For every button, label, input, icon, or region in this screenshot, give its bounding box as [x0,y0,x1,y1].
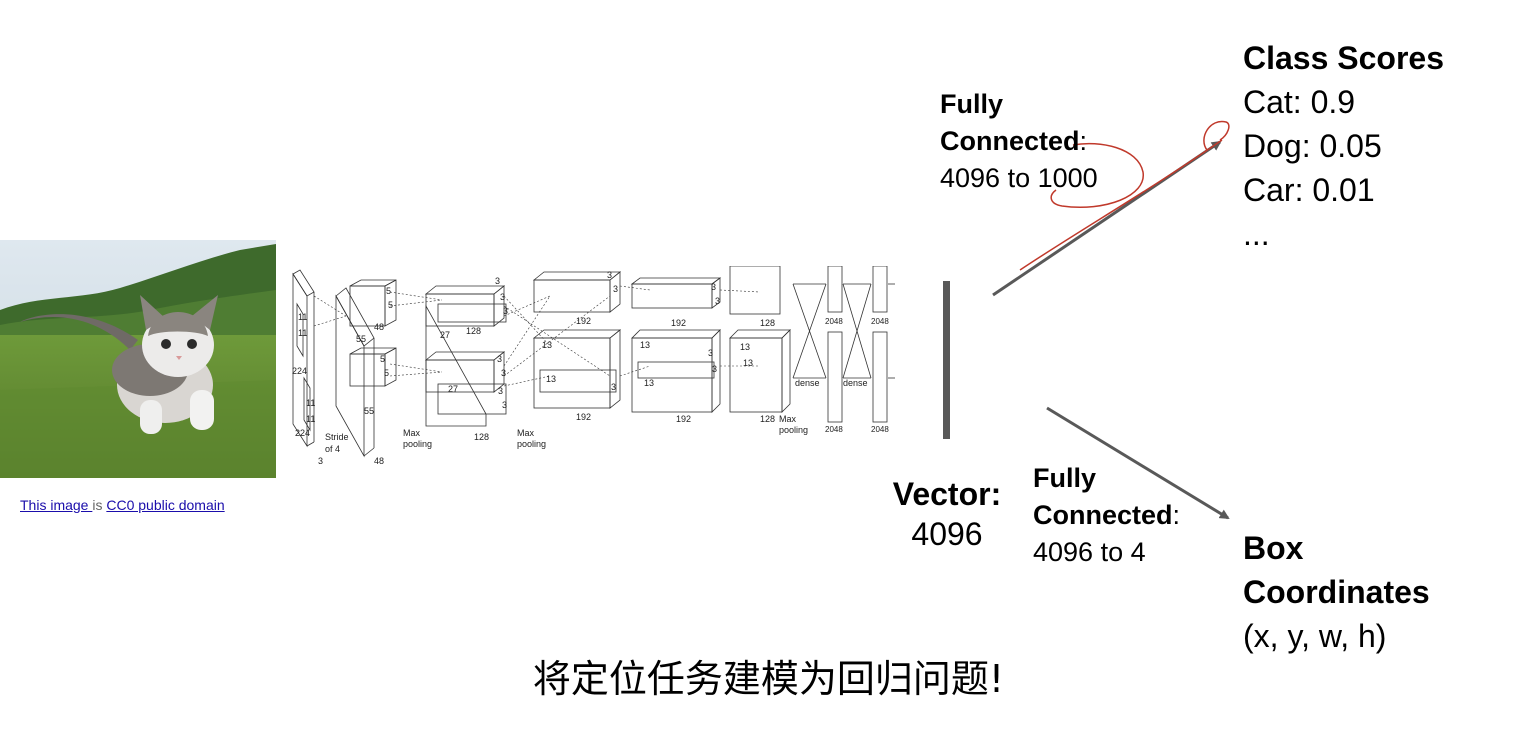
kernel-label: 11 [298,312,307,322]
conv5-volume [729,266,791,413]
conv2-depth-label: 128 [466,326,481,336]
conv3-kernel-label: 3 [498,386,503,396]
conv3-kernel-label: 3 [711,282,716,292]
conv5-depth-label: 128 [760,318,775,328]
conv3-kernel-label: 3 [708,348,713,358]
dense-label: dense [795,378,820,388]
kernel-label: 11 [306,414,315,424]
conv2-size-label: 27 [448,384,458,394]
conv3-kernel-label: 3 [495,276,500,286]
conv1-depth-label: 48 [374,456,384,466]
stride-label: of 4 [325,444,340,454]
fc-box-desc: 4096 to 4 [1033,537,1146,567]
class-scores: Class Scores Cat: 0.9 Dog: 0.05 Car: 0.0… [1243,36,1444,256]
class-score-item: Cat: 0.9 [1243,84,1356,120]
dense-size-label: 2048 [825,317,843,326]
class-scores-title: Class Scores [1243,40,1445,76]
conv3-size-label: 13 [546,374,556,384]
fc-box-title2: Connected [1033,500,1173,530]
kernel-label: 11 [306,398,315,408]
input-volume [292,269,315,448]
dense-size-label: 2048 [871,425,889,434]
input-size-label: 224 [292,366,307,376]
class-score-item: Dog: 0.05 [1243,128,1382,164]
conv3-size-label: 13 [743,358,753,368]
box-coordinates: Box Coordinates (x, y, w, h) [1243,526,1430,658]
box-coords-title2: Coordinates [1243,574,1430,610]
dense-size-label: 2048 [871,317,889,326]
conv2-size-label: 27 [440,330,450,340]
red-annotation-hook [1203,120,1230,151]
maxpool-label: Max [403,428,421,438]
dense-label: dense [843,378,868,388]
conv3-kernel-label: 3 [712,364,717,374]
this-image-link[interactable]: This image [20,497,93,513]
fc-class-colon: : [1079,126,1088,156]
vector-title: Vector: [892,476,1002,512]
conv3-depth-label: 192 [576,412,591,422]
fc-box-colon: : [1172,500,1181,530]
credit-is-text: is [92,497,107,513]
fc-class-desc: 4096 to 1000 [940,163,1098,193]
caption-subtitle: 将定位任务建模为回归问题! [532,657,1005,701]
cc0-public-domain-link[interactable]: CC0 public domain [106,497,225,513]
maxpool-label: pooling [403,439,432,449]
conv3-kernel-label: 3 [501,368,506,378]
vector-label: Vector: 4096 [882,474,1012,554]
conv3-depth-label: 192 [576,316,591,326]
conv1-size-label: 55 [364,406,374,416]
conv2-volume [424,285,507,427]
conv3-size-label: 13 [640,340,650,350]
input-depth-label: 3 [318,456,323,466]
conv4-depth-label: 192 [671,318,686,328]
conv5-depth-label: 128 [760,414,775,424]
conv3-kernel-label: 3 [715,296,720,306]
conv3-kernel-label: 3 [611,382,616,392]
cnn-architecture-diagram: 11 11 224 11 11 224 3 Stride of 4 55 55 … [292,266,895,466]
fc-class-label: Fully Connected: 4096 to 1000 [940,86,1098,197]
maxpool-label: Max [517,428,535,438]
cat-photo [0,240,276,478]
box-coords-title1: Box [1243,530,1304,566]
vector-bar [943,281,950,439]
class-score-item: ... [1243,216,1270,252]
conv1-volume [335,279,397,458]
fc-class-title2: Connected [940,126,1080,156]
kernel-connections [313,285,761,387]
conv3-size-label: 13 [542,340,552,350]
maxpool-label: pooling [517,439,546,449]
vector-value: 4096 [911,516,983,552]
conv3-kernel-label: 3 [503,306,508,316]
conv3-size-label: 13 [740,342,750,352]
conv2-kernel-label: 5 [386,286,391,296]
input-size-label: 224 [295,428,310,438]
image-credit: This image is CC0 public domain [20,497,225,513]
conv3-kernel-label: 3 [500,292,505,302]
conv3-kernel-label: 3 [497,354,502,364]
box-coords-desc: (x, y, w, h) [1243,618,1387,654]
conv3-kernel-label: 3 [607,270,612,280]
conv3-size-label: 13 [644,378,654,388]
conv4-volume [630,277,722,413]
fc-class-title1: Fully [940,89,1004,119]
fc-box-label: Fully Connected: 4096 to 4 [1033,460,1180,571]
stride-label: Stride [325,432,349,442]
dense-size-label: 2048 [825,425,843,434]
conv3-kernel-label: 3 [502,400,507,410]
conv1-depth-label: 48 [374,322,384,332]
conv3-kernel-label: 3 [613,284,618,294]
dense-layers [792,266,895,423]
maxpool-label: pooling [779,425,808,435]
conv2-kernel-label: 5 [380,354,385,364]
conv2-kernel-label: 5 [388,300,393,310]
maxpool-label: Max [779,414,797,424]
conv1-size-label: 55 [356,334,366,344]
conv2-kernel-label: 5 [384,368,389,378]
conv4-depth-label: 192 [676,414,691,424]
conv2-depth-label: 128 [474,432,489,442]
class-score-item: Car: 0.01 [1243,172,1375,208]
fc-box-title1: Fully [1033,463,1097,493]
kernel-label: 11 [298,328,307,338]
